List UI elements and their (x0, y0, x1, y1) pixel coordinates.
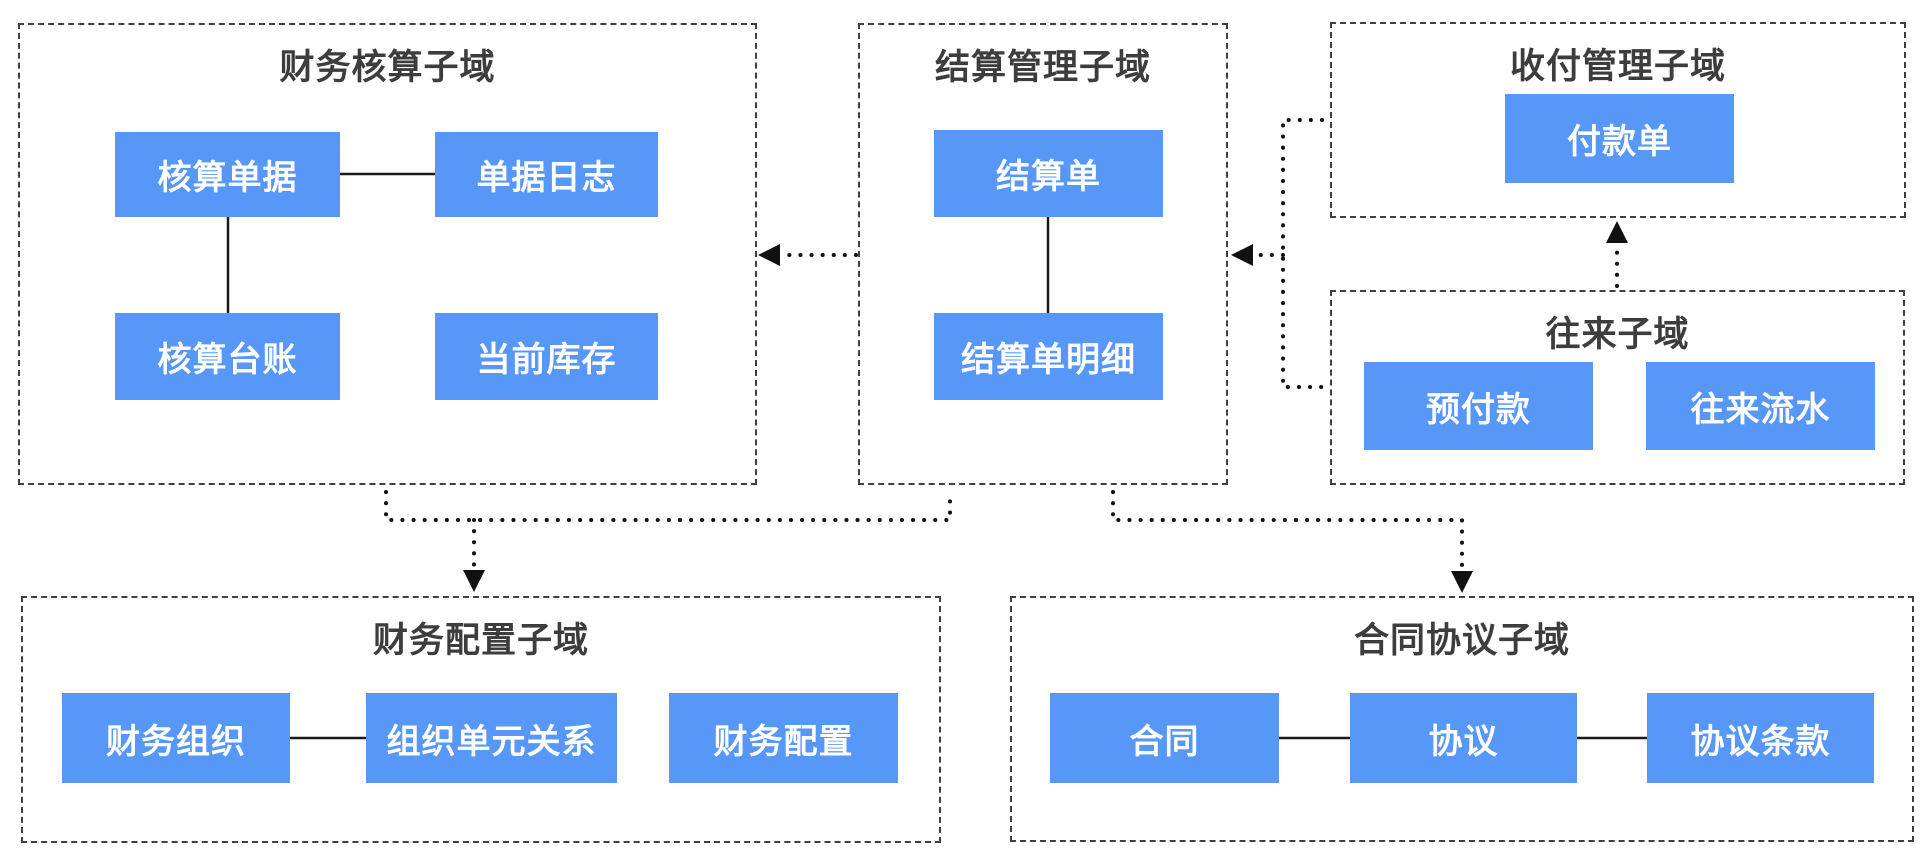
entity-transaction-flow: 往来流水 (1646, 362, 1875, 450)
subdomain-title: 财务配置子域 (372, 621, 589, 660)
entity-org-unit-relation: 组织单元关系 (366, 693, 617, 783)
subdomain-financial-accounting: 财务核算子域 (18, 23, 757, 485)
arrow-head-down-icon (463, 570, 485, 592)
arrow-settlement-to-contract-line (1111, 490, 1464, 568)
entity-prepayment: 预付款 (1364, 362, 1593, 450)
subdomain-financial-configuration: 财务配置子域 (21, 596, 941, 843)
arrow-to-configuration-trunk-line (384, 490, 952, 522)
subdomain-title: 合同协议子域 (1353, 621, 1570, 660)
arrow-head-up-icon (1606, 221, 1628, 243)
entity-accounting-ledger: 核算台账 (115, 313, 340, 400)
entity-accounting-document: 核算单据 (115, 132, 340, 217)
subdomain-title: 往来子域 (1545, 315, 1690, 354)
entity-settlement-order-detail: 结算单明细 (934, 313, 1163, 400)
subdomain-payment-management: 收付管理子域 (1330, 22, 1906, 218)
subdomain-contract-agreement: 合同协议子域 (1010, 596, 1914, 842)
subdomain-title: 财务核算子域 (279, 48, 496, 87)
entity-document-log: 单据日志 (435, 132, 658, 217)
subdomain-title: 收付管理子域 (1509, 47, 1726, 86)
subdomain-title: 结算管理子域 (934, 48, 1151, 87)
subdomain-transactions: 往来子域 (1330, 290, 1905, 485)
subdomain-settlement-management: 结算管理子域 (858, 23, 1228, 485)
entity-agreement-terms: 协议条款 (1647, 693, 1874, 783)
arrow-right-groups-trunk-line (1281, 118, 1324, 389)
arrow-head-down-icon (1451, 571, 1473, 593)
entity-financial-configuration: 财务配置 (669, 693, 898, 783)
entity-agreement: 协议 (1350, 693, 1577, 783)
entity-current-inventory: 当前库存 (435, 313, 658, 400)
entity-payment-order: 付款单 (1505, 94, 1734, 183)
entity-contract: 合同 (1050, 693, 1279, 783)
entity-settlement-order: 结算单 (934, 130, 1163, 217)
arrow-head-left-icon (758, 244, 780, 266)
entity-financial-organization: 财务组织 (62, 693, 290, 783)
arrow-head-left-icon (1231, 244, 1253, 266)
